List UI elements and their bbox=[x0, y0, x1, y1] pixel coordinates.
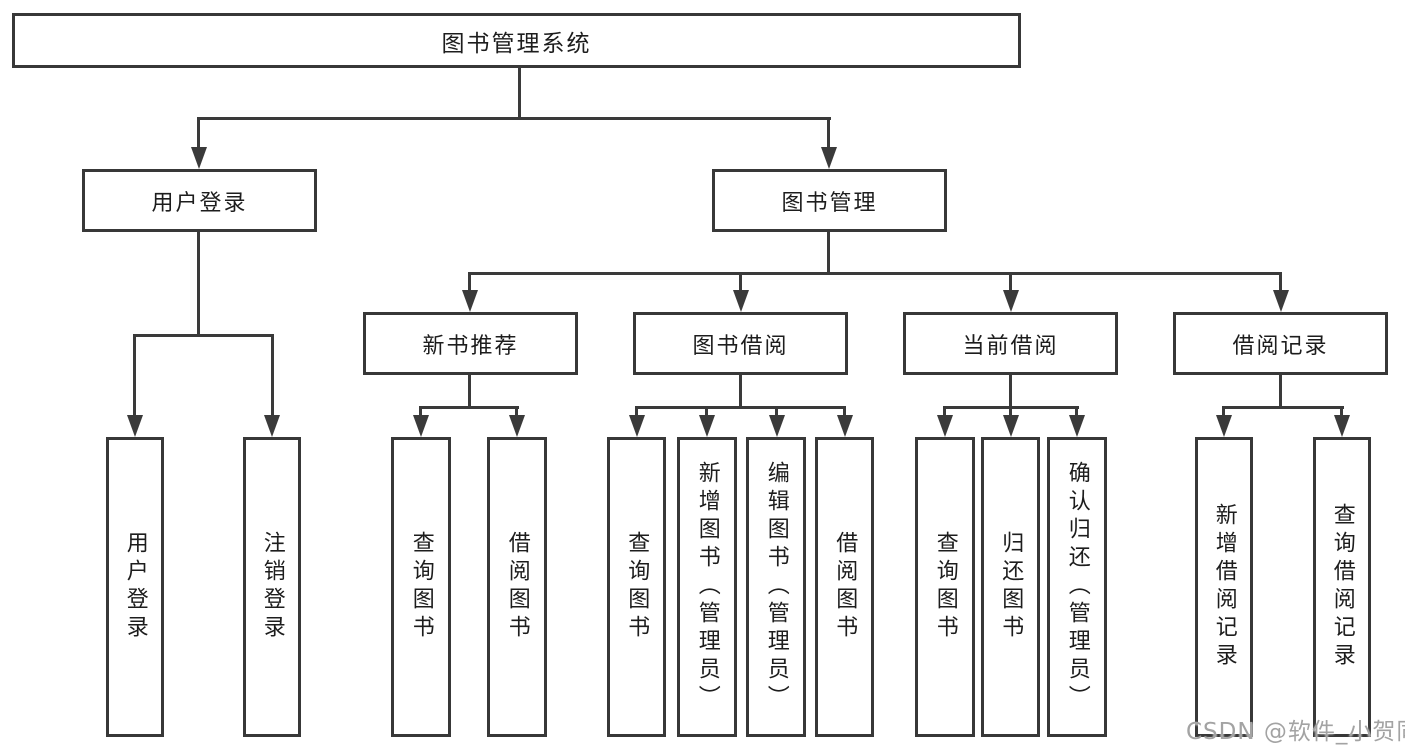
leaf-borrow-books: 借阅图书 bbox=[815, 437, 874, 737]
leaf-add-book-admin-label: 新增图书（管理员） bbox=[694, 461, 720, 713]
leaf-user-login: 用户登录 bbox=[106, 437, 164, 737]
connector-drop bbox=[133, 334, 136, 418]
leaf-query-books-borrow-label: 查询图书 bbox=[624, 531, 650, 643]
connector-drop bbox=[843, 406, 846, 419]
connector-stem bbox=[1279, 375, 1282, 409]
connector-drop bbox=[1340, 406, 1343, 419]
connector-drop bbox=[1075, 406, 1078, 419]
leaf-confirm-return-admin-label: 确认归还（管理员） bbox=[1064, 461, 1090, 713]
leaf-user-login-label: 用户登录 bbox=[122, 531, 148, 643]
leaf-add-borrow-record: 新增借阅记录 bbox=[1195, 437, 1253, 737]
connector-drop bbox=[468, 272, 471, 297]
node-user-login-label: 用户登录 bbox=[151, 190, 248, 216]
connector-drop bbox=[1222, 406, 1225, 419]
leaf-borrow-books-label: 借阅图书 bbox=[832, 531, 858, 643]
arrowhead bbox=[127, 415, 143, 437]
node-new-book-recommend: 新书推荐 bbox=[363, 312, 578, 375]
arrowhead bbox=[821, 147, 837, 169]
leaf-query-books-current: 查询图书 bbox=[915, 437, 975, 737]
node-library-system: 图书管理系统 bbox=[12, 13, 1021, 68]
connector-drop bbox=[943, 406, 946, 419]
leaf-query-books-current-label: 查询图书 bbox=[932, 531, 958, 643]
leaf-logout-label: 注销登录 bbox=[259, 531, 285, 643]
connector-drop bbox=[1279, 272, 1282, 297]
leaf-query-books-recommend: 查询图书 bbox=[391, 437, 451, 737]
arrowhead bbox=[1273, 290, 1289, 312]
csdn-watermark: CSDN @软件_小贺同学 bbox=[1186, 719, 1405, 745]
leaf-confirm-return-admin: 确认归还（管理员） bbox=[1047, 437, 1107, 737]
node-current-borrow: 当前借阅 bbox=[903, 312, 1118, 375]
leaf-add-book-admin: 新增图书（管理员） bbox=[677, 437, 737, 737]
connector-drop bbox=[827, 117, 830, 151]
connector-drop bbox=[515, 406, 518, 419]
connector-root-stem bbox=[518, 67, 521, 119]
arrowhead bbox=[1003, 415, 1019, 437]
leaf-query-borrow-record: 查询借阅记录 bbox=[1313, 437, 1371, 737]
arrowhead bbox=[413, 415, 429, 437]
leaf-query-books-recommend-label: 查询图书 bbox=[408, 531, 434, 643]
arrowhead bbox=[191, 147, 207, 169]
arrowhead bbox=[629, 415, 645, 437]
connector-rail bbox=[1222, 406, 1344, 409]
arrowhead bbox=[1216, 415, 1232, 437]
connector-rail bbox=[635, 406, 846, 409]
connector-drop bbox=[197, 117, 200, 151]
connector-level2-rail bbox=[197, 117, 831, 120]
node-user-login: 用户登录 bbox=[82, 169, 317, 232]
connector-rail bbox=[419, 406, 519, 409]
leaf-return-book-label: 归还图书 bbox=[998, 531, 1024, 643]
connector-drop bbox=[739, 272, 742, 297]
connector-rail bbox=[133, 334, 274, 337]
arrowhead bbox=[462, 290, 478, 312]
connector-drop bbox=[1009, 406, 1012, 419]
connector-drop bbox=[635, 406, 638, 419]
connector-stem bbox=[739, 375, 742, 409]
connector-drop bbox=[1009, 272, 1012, 297]
leaf-query-borrow-record-label: 查询借阅记录 bbox=[1329, 503, 1355, 671]
node-current-borrow-label: 当前借阅 bbox=[962, 333, 1059, 359]
node-book-management: 图书管理 bbox=[712, 169, 947, 232]
connector-stem bbox=[468, 375, 471, 409]
leaf-query-books-borrow: 查询图书 bbox=[607, 437, 666, 737]
connector-level3-rail bbox=[468, 272, 1282, 275]
arrowhead bbox=[733, 290, 749, 312]
connector-drop bbox=[419, 406, 422, 419]
connector-stem bbox=[197, 232, 200, 337]
arrowhead bbox=[699, 415, 715, 437]
arrowhead bbox=[264, 415, 280, 437]
connector-drop bbox=[775, 406, 778, 419]
leaf-borrow-books-recommend-label: 借阅图书 bbox=[504, 531, 530, 643]
leaf-edit-book-admin: 编辑图书（管理员） bbox=[746, 437, 806, 737]
arrowhead bbox=[1334, 415, 1350, 437]
node-book-borrow: 图书借阅 bbox=[633, 312, 848, 375]
arrowhead bbox=[1069, 415, 1085, 437]
node-book-management-label: 图书管理 bbox=[781, 190, 878, 216]
connector-stem bbox=[1009, 375, 1012, 409]
arrowhead bbox=[769, 415, 785, 437]
node-new-book-recommend-label: 新书推荐 bbox=[422, 333, 519, 359]
leaf-add-borrow-record-label: 新增借阅记录 bbox=[1211, 503, 1237, 671]
arrowhead bbox=[1003, 290, 1019, 312]
node-borrow-records: 借阅记录 bbox=[1173, 312, 1388, 375]
leaf-edit-book-admin-label: 编辑图书（管理员） bbox=[763, 461, 789, 713]
arrowhead bbox=[937, 415, 953, 437]
arrowhead bbox=[837, 415, 853, 437]
leaf-return-book: 归还图书 bbox=[981, 437, 1040, 737]
node-book-borrow-label: 图书借阅 bbox=[692, 333, 789, 359]
connector-drop bbox=[705, 406, 708, 419]
leaf-borrow-books-recommend: 借阅图书 bbox=[487, 437, 547, 737]
connector-stem bbox=[827, 232, 830, 275]
arrowhead bbox=[509, 415, 525, 437]
node-borrow-records-label: 借阅记录 bbox=[1232, 333, 1329, 359]
node-library-system-label: 图书管理系统 bbox=[441, 30, 592, 57]
connector-drop bbox=[271, 334, 274, 418]
leaf-logout: 注销登录 bbox=[243, 437, 301, 737]
